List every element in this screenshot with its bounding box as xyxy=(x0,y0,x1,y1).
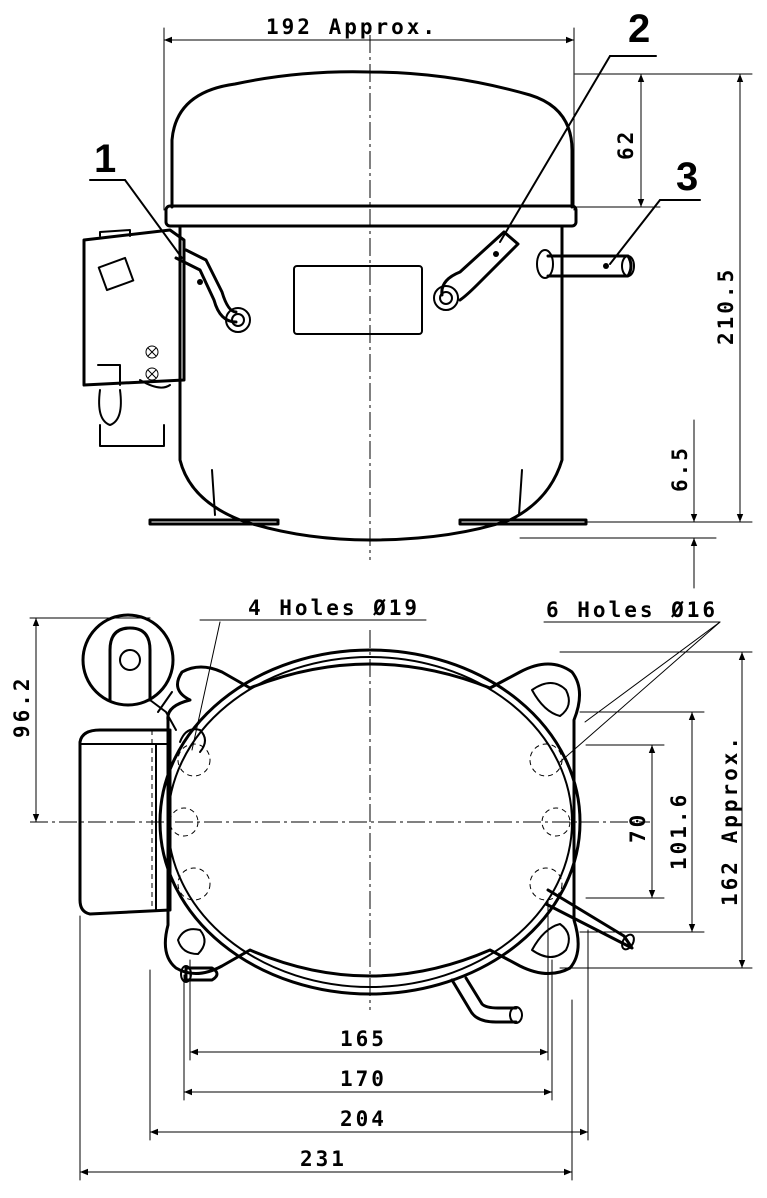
dim-231: 231 xyxy=(300,1147,347,1171)
dim-96-2: 96.2 xyxy=(10,675,34,738)
foot-left xyxy=(148,518,280,526)
compressor-dome xyxy=(170,70,574,209)
label-holes-16: 6 Holes Ø16 xyxy=(546,598,718,622)
terminal-box-top xyxy=(78,613,177,916)
dim-170: 170 xyxy=(340,1067,387,1091)
dim-101-6: 101.6 xyxy=(667,792,691,870)
dim-top-62: 62 xyxy=(614,129,638,160)
compressor-body xyxy=(178,224,564,542)
terminal-box xyxy=(82,228,186,447)
callout-3: 3 xyxy=(676,155,698,199)
dim-height-210-5: 210.5 xyxy=(714,267,738,345)
tube-right xyxy=(544,888,635,951)
dim-162: 162 Approx. xyxy=(718,734,742,906)
side-view xyxy=(82,27,753,589)
dim-165: 165 xyxy=(340,1027,387,1051)
callout-1: 1 xyxy=(94,137,116,181)
shell-outer xyxy=(158,648,582,996)
top-view xyxy=(29,613,753,1181)
foot-right xyxy=(458,518,588,526)
tube-bottom xyxy=(450,976,523,1024)
base-plate xyxy=(163,662,581,978)
name-plate xyxy=(293,265,423,335)
dim-width-192: 192 Approx. xyxy=(266,15,438,39)
label-holes-19: 4 Holes Ø19 xyxy=(248,596,420,620)
tube-1 xyxy=(174,248,251,333)
tube-bottom-left xyxy=(180,965,219,983)
tube-2 xyxy=(433,230,520,311)
dim-foot-6-5: 6.5 xyxy=(668,445,692,492)
tube-3 xyxy=(536,249,635,279)
dim-70: 70 xyxy=(626,812,650,843)
dim-204: 204 xyxy=(340,1107,387,1131)
callout-2: 2 xyxy=(628,7,650,51)
weld-band xyxy=(164,204,578,228)
